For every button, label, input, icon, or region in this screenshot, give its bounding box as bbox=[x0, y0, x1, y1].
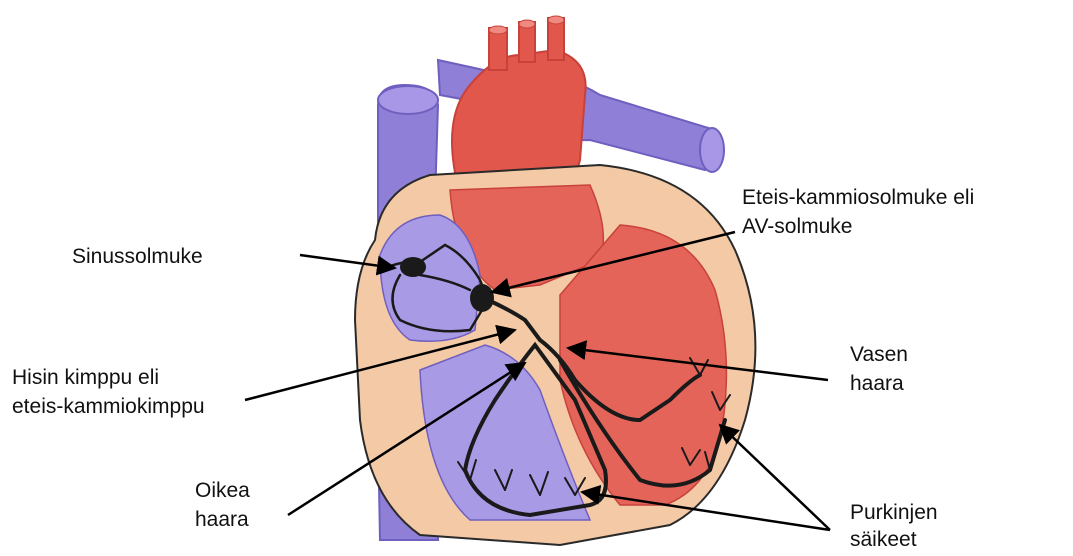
label-right-branch: Oikea haara bbox=[195, 478, 250, 532]
label-purkinje-line2: säikeet bbox=[850, 527, 938, 552]
label-purkinje: Purkinjen säikeet bbox=[850, 500, 938, 552]
label-av-line2: AV-solmuke bbox=[742, 214, 974, 239]
arrow-purkinje-1 bbox=[720, 425, 830, 530]
label-left-line1: Vasen bbox=[850, 342, 908, 367]
label-his-line2: eteis-kammiokimppu bbox=[12, 394, 205, 419]
label-left-line2: haara bbox=[850, 371, 908, 396]
label-his-line1: Hisin kimppu eli bbox=[12, 365, 205, 390]
label-sinus-text: Sinussolmuke bbox=[72, 244, 203, 269]
label-purkinje-line1: Purkinjen bbox=[850, 500, 938, 525]
label-right-line2: haara bbox=[195, 507, 250, 532]
label-his-bundle: Hisin kimppu eli eteis-kammiokimppu bbox=[12, 365, 205, 419]
sinus-node bbox=[400, 257, 426, 277]
av-node bbox=[470, 284, 494, 312]
label-sinus: Sinussolmuke bbox=[72, 244, 203, 269]
label-av-line1: Eteis-kammiosolmuke eli bbox=[742, 185, 974, 210]
label-left-branch: Vasen haara bbox=[850, 342, 908, 396]
label-right-line1: Oikea bbox=[195, 478, 250, 503]
label-av-node: Eteis-kammiosolmuke eli AV-solmuke bbox=[742, 185, 974, 239]
